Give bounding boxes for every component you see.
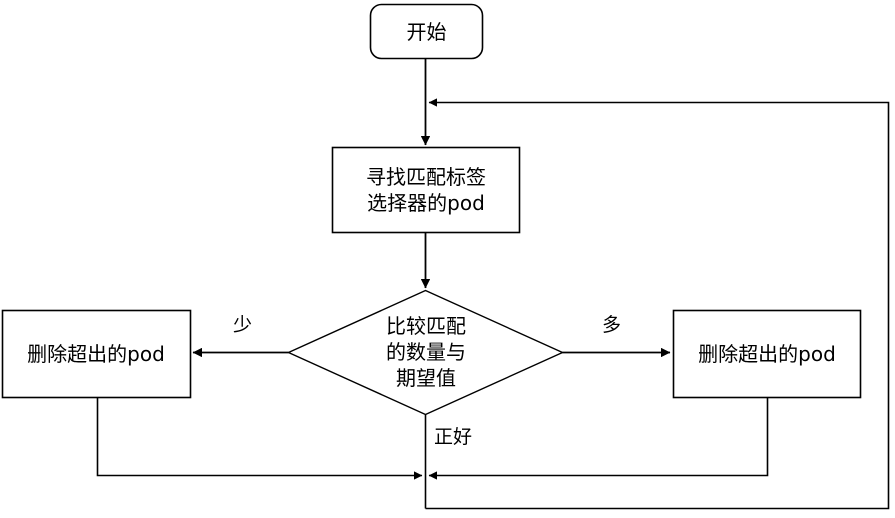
node-compare-shape [286,289,565,416]
edge-loop-back-to-find-pods [425,98,890,510]
edge-label-exact: 正好 [434,426,473,448]
node-scale-up-shape [672,309,862,399]
node-start-shape [369,3,484,60]
edge-label-many: 多 [602,314,622,336]
node-scale-down-shape [1,309,192,399]
edge-scale-up-return [428,397,769,480]
node-find-pods-shape [331,146,521,234]
edge-label-few: 少 [233,314,253,336]
edge-scale-down-return [96,397,423,480]
